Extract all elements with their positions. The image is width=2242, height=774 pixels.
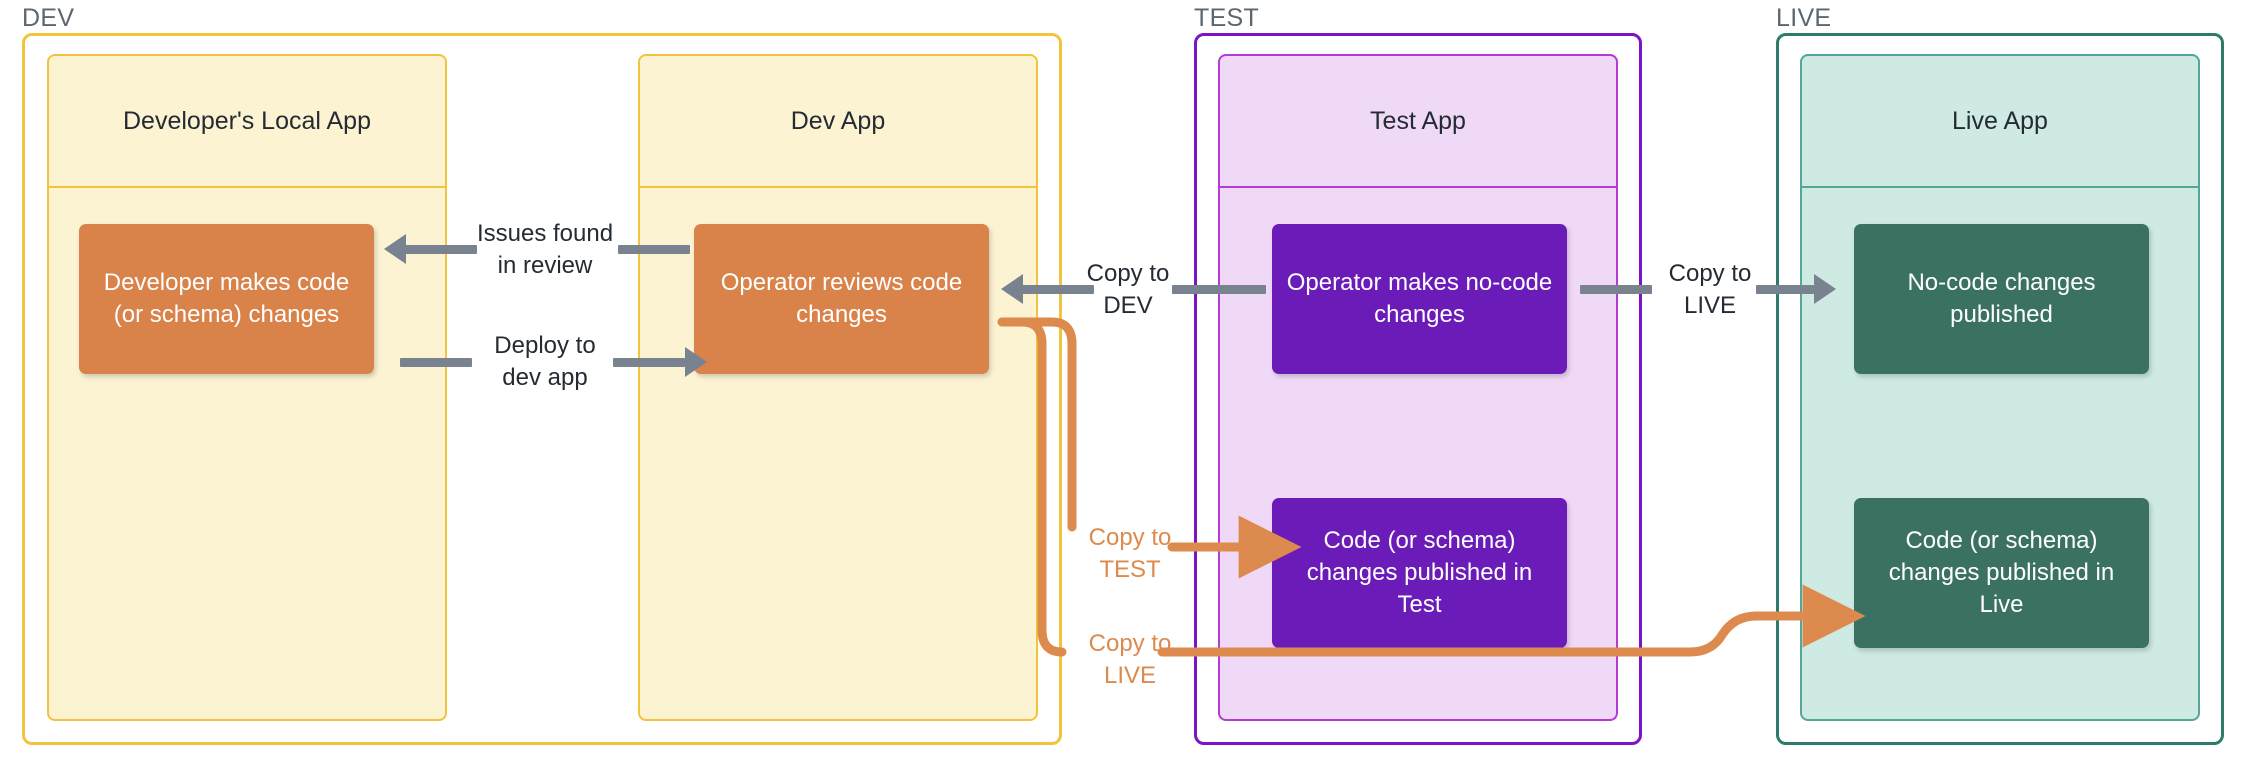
arrow-deploy-to-dev-app-tail-right [613, 358, 685, 367]
arrow-issues-found-in-review-tail-right [618, 245, 690, 254]
arrow-copy-to-dev-head [1001, 274, 1023, 304]
env-label-live: LIVE [1776, 4, 1832, 32]
arrow-copy-to-live-tail-right [1756, 285, 1814, 294]
node-operator-no-code[interactable]: Operator makes no-code changes [1272, 224, 1567, 374]
node-code-published-live[interactable]: Code (or schema) changes published in Li… [1854, 498, 2149, 648]
app-title-live-app: Live App [1800, 54, 2200, 188]
arrow-deploy-to-dev-app-head [685, 347, 707, 377]
app-card-test-app: Test App Operator makes no-code changes … [1218, 54, 1618, 721]
arrow-copy-to-dev-tail-left [1022, 285, 1094, 294]
arrow-copy-to-live-head [1814, 274, 1836, 304]
route-copy-to-live-code-arrow [1157, 584, 1866, 657]
app-body-local-app: Developer makes code (or schema) changes [47, 188, 447, 721]
app-title-local-app: Developer's Local App [47, 54, 447, 188]
app-body-test-app: Operator makes no-code changes Code (or … [1218, 188, 1618, 721]
node-developer-makes-changes[interactable]: Developer makes code (or schema) changes [79, 224, 374, 374]
app-body-dev-app: Operator reviews code changes [638, 188, 1038, 721]
node-operator-reviews-code[interactable]: Operator reviews code changes [694, 224, 989, 374]
app-card-local-app: Developer's Local App Developer makes co… [47, 54, 447, 721]
app-body-live-app: No-code changes published Code (or schem… [1800, 188, 2200, 721]
app-card-live-app: Live App No-code changes published Code … [1800, 54, 2200, 721]
arrow-issues-found-in-review-head [384, 234, 406, 264]
env-label-dev: DEV [22, 4, 75, 32]
arrow-issues-found-in-review-tail-left [405, 245, 477, 254]
app-title-dev-app: Dev App [638, 54, 1038, 188]
arrow-deploy-to-dev-app-tail-left [400, 358, 472, 367]
app-title-test-app: Test App [1218, 54, 1618, 188]
route-copy-to-test-stem [997, 317, 1077, 532]
node-code-published-test[interactable]: Code (or schema) changes published in Te… [1272, 498, 1567, 648]
arrow-copy-to-live-tail-left [1580, 285, 1652, 294]
node-no-code-published[interactable]: No-code changes published [1854, 224, 2149, 374]
arrow-copy-to-dev-tail-right [1172, 285, 1266, 294]
env-label-test: TEST [1194, 4, 1260, 32]
route-copy-to-live-code-stem [997, 317, 1067, 657]
app-card-dev-app: Dev App Operator reviews code changes [638, 54, 1038, 721]
